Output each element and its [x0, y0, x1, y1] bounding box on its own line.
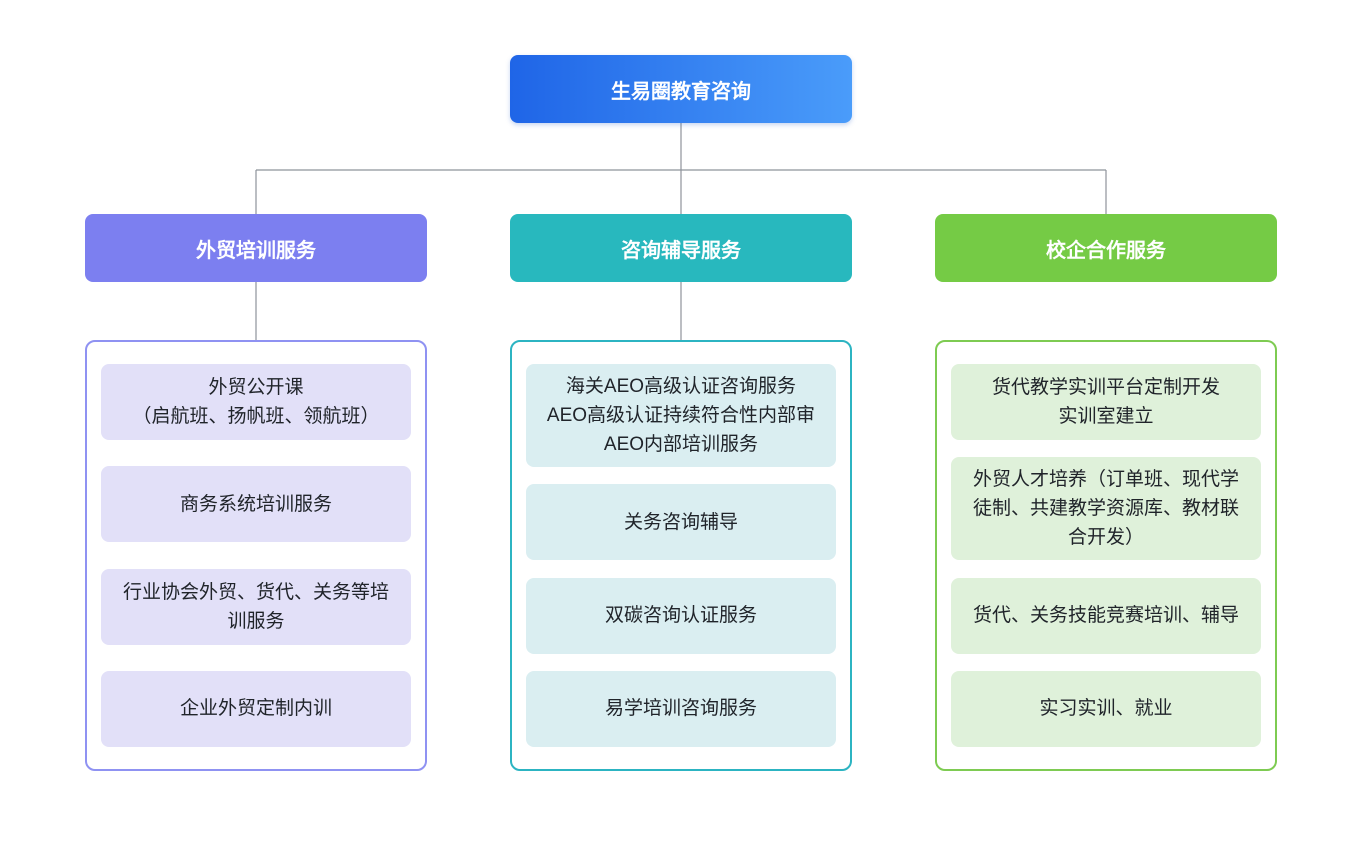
service-item[interactable]: 货代教学实训平台定制开发 实训室建立 [951, 364, 1261, 440]
branch-group-school-enterprise-cooperation: 货代教学实训平台定制开发 实训室建立 外贸人才培养（订单班、现代学徒制、共建教学… [935, 340, 1277, 771]
branch-node-label: 外贸培训服务 [196, 239, 316, 262]
service-item[interactable]: 商务系统培训服务 [101, 466, 411, 543]
branch-node-consulting-coaching[interactable]: 咨询辅导服务 [510, 214, 852, 282]
branch-node-foreign-trade-training[interactable]: 外贸培训服务 [85, 214, 427, 282]
branch-group-consulting-coaching: 海关AEO高级认证咨询服务 AEO高级认证持续符合性内部审 AEO内部培训服务 … [510, 340, 852, 771]
service-item[interactable]: 外贸人才培养（订单班、现代学徒制、共建教学资源库、教材联合开发） [951, 457, 1261, 561]
root-node-label: 生易圈教育咨询 [611, 80, 751, 103]
service-item[interactable]: 关务咨询辅导 [526, 484, 836, 561]
branch-node-label: 校企合作服务 [1046, 239, 1166, 262]
root-node[interactable]: 生易圈教育咨询 [510, 55, 852, 123]
branch-node-school-enterprise-cooperation[interactable]: 校企合作服务 [935, 214, 1277, 282]
branch-group-foreign-trade-training: 外贸公开课 （启航班、扬帆班、领航班） 商务系统培训服务 行业协会外贸、货代、关… [85, 340, 427, 771]
service-item[interactable]: 实习实训、就业 [951, 670, 1261, 747]
service-item[interactable]: 易学培训咨询服务 [526, 670, 836, 747]
branch-node-label: 咨询辅导服务 [621, 239, 741, 262]
service-item[interactable]: 双碳咨询认证服务 [526, 577, 836, 654]
service-item[interactable]: 外贸公开课 （启航班、扬帆班、领航班） [101, 364, 411, 440]
service-item[interactable]: 海关AEO高级认证咨询服务 AEO高级认证持续符合性内部审 AEO内部培训服务 [526, 364, 836, 467]
service-item[interactable]: 企业外贸定制内训 [101, 670, 411, 747]
service-item[interactable]: 货代、关务技能竞赛培训、辅导 [951, 577, 1261, 654]
service-item[interactable]: 行业协会外贸、货代、关务等培训服务 [101, 568, 411, 645]
